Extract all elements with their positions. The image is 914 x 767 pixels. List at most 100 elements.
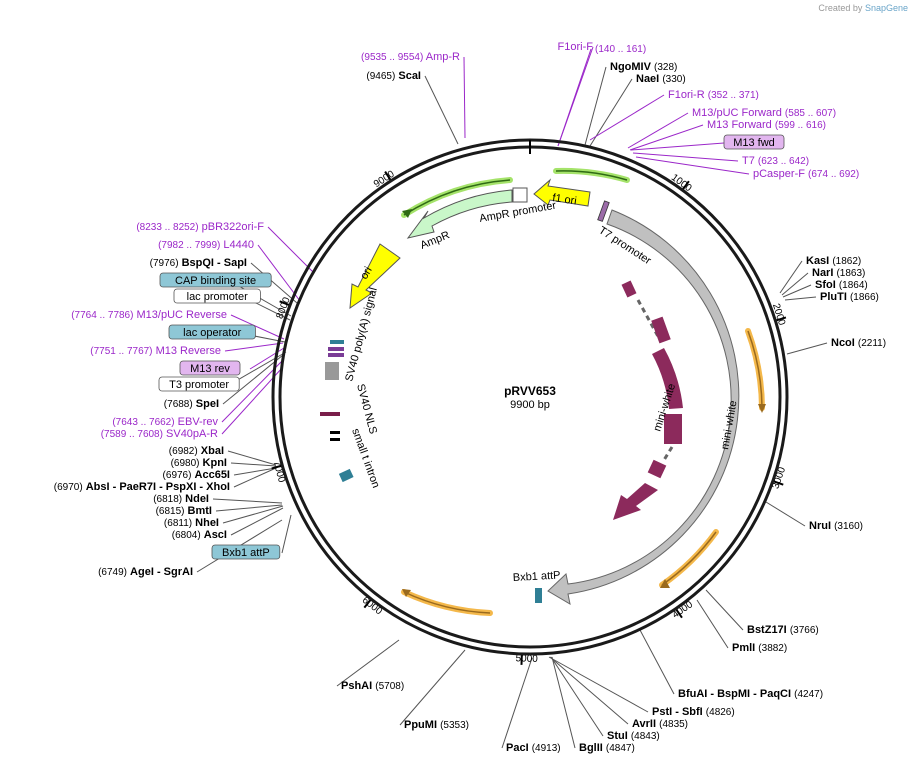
site-name-34: NdeI: [185, 493, 209, 505]
site-pos-36: (6976): [163, 470, 192, 481]
site-leader-49: [250, 262, 298, 304]
svg-text:(6982) XbaI: (6982) XbaI: [169, 445, 224, 457]
sv40-polya-label: SV40 poly(A) signal: [343, 286, 380, 382]
svg-text:(6811) NheI: (6811) NheI: [164, 517, 219, 529]
site-label-31: (6804) AscI: [172, 529, 227, 541]
site-label-15: SfoI (1864): [815, 279, 868, 291]
site-leader-51: [267, 226, 314, 273]
svg-text:(6976) Acc65I: (6976) Acc65I: [163, 469, 230, 481]
site-name-43: M13 rev: [190, 363, 230, 375]
site-name-21: BfuAI - BspMI - PaqCI: [678, 688, 791, 700]
site-pos-8: (585 .. 607): [785, 108, 836, 119]
site-label-14: NarI (1863): [812, 267, 865, 279]
site-label-45: lac operator: [168, 324, 256, 340]
site-pos-49: (7976): [150, 258, 179, 269]
site-label-7: F1ori-R (352 .. 371): [668, 89, 759, 101]
site-name-44: M13 Reverse: [156, 345, 221, 357]
site-label-box-30: [211, 544, 281, 560]
site-name-10: M13 fwd: [733, 137, 775, 149]
site-pos-41: (7688): [164, 399, 193, 410]
site-name-32: NheI: [195, 517, 219, 529]
primer-mark-1: [328, 347, 344, 351]
site-name-9: M13 Forward: [707, 119, 772, 131]
site-label-box-42: [158, 376, 240, 392]
site-label-48: CAP binding site: [159, 272, 272, 288]
site-pos-15: (1864): [839, 280, 868, 291]
site-name-46: M13/pUC Reverse: [137, 309, 227, 321]
site-pos-14: (1863): [836, 268, 865, 279]
orange-arc-ncoi-core: [747, 330, 763, 409]
tick-line-6: [363, 598, 372, 609]
svg-text:PpuMI (5353): PpuMI (5353): [404, 719, 469, 731]
site-name-3: F1ori-F: [558, 41, 594, 53]
site-name-13: KasI: [806, 255, 829, 267]
site-name-51: pBR322ori-F: [202, 221, 265, 233]
svg-text:(6818) NdeI: (6818) NdeI: [153, 493, 209, 505]
site-name-2: ScaI: [398, 70, 421, 82]
mini-white-gene-arrow: [547, 209, 740, 606]
site-label-44: (7751 .. 7767) M13 Reverse: [90, 345, 221, 357]
site-leader-1: [463, 56, 466, 139]
snapgene-logo-text: SnapGene: [864, 3, 908, 13]
site-name-12: pCasper-F: [753, 168, 805, 180]
site-name-27: PpuMI: [404, 719, 437, 731]
site-label-box-10: [723, 134, 785, 150]
site-leader-10: [630, 142, 725, 151]
site-leader-4: [557, 48, 592, 147]
svg-text:(8233 .. 8252) pBR322ori-F: (8233 .. 8252) pBR322ori-F: [136, 221, 264, 233]
site-leader-46: [230, 314, 285, 340]
site-name-5: NgoMIV: [610, 61, 652, 73]
site-label-box-48: [159, 272, 272, 288]
site-name-8: M13/pUC Forward: [692, 107, 782, 119]
site-name-15: SfoI: [815, 279, 836, 291]
site-name-29: AgeI - SgrAI: [130, 566, 193, 578]
site-label-43: M13 rev: [179, 360, 241, 376]
svg-text:NarI (1863): NarI (1863): [812, 267, 865, 279]
site-leader-23: [549, 656, 629, 725]
site-name-11: T7: [742, 155, 755, 167]
site-leader-26: [501, 657, 533, 749]
site-leader-27: [399, 649, 466, 726]
site-pos-31: (6804): [172, 530, 201, 541]
svg-text:M13 Forward (599 .. 616): M13 Forward (599 .. 616): [707, 119, 826, 131]
site-leader-34: [212, 498, 283, 504]
small-t-mark-2: [330, 438, 340, 441]
site-label-49: (7976) BspQI - SapI: [150, 257, 247, 269]
svg-text:BglII (4847): BglII (4847): [579, 742, 635, 754]
svg-text:(7976) BspQI - SapI: (7976) BspQI - SapI: [150, 257, 247, 269]
site-label-24: StuI (4843): [607, 730, 660, 742]
svg-text:F1ori-R (352 .. 371): F1ori-R (352 .. 371): [668, 89, 759, 101]
orange-arc-ncoi-head: [758, 404, 766, 413]
site-leader-39: [221, 367, 283, 435]
site-leader-9: [629, 124, 704, 151]
site-pos-12: (674 .. 692): [808, 169, 859, 180]
site-pos-23: (4835): [659, 719, 688, 730]
mini-white-exon-1: [621, 280, 637, 298]
site-label-22: PstI - SbfI (4826): [652, 706, 735, 718]
svg-text:(9465) ScaI: (9465) ScaI: [366, 70, 421, 82]
svg-text:(6749) AgeI - SgrAI: (6749) AgeI - SgrAI: [98, 566, 193, 578]
orange-arc-4000-head: [660, 579, 670, 588]
svg-text:(7751 .. 7767) M13 Reverse: (7751 .. 7767) M13 Reverse: [90, 345, 221, 357]
small-t-intron-mark: [338, 468, 354, 483]
site-leader-36: [233, 467, 277, 476]
site-pos-1: (9535 .. 9554): [361, 52, 423, 63]
site-leader-lines: [196, 46, 828, 749]
site-pos-22: (4826): [706, 707, 735, 718]
primer-mark-2: [328, 353, 344, 357]
svg-text:KasI (1862): KasI (1862): [806, 255, 861, 267]
svg-text:SfoI (1864): SfoI (1864): [815, 279, 868, 291]
site-name-31: AscI: [204, 529, 227, 541]
site-pos-9: (599 .. 616): [775, 120, 826, 131]
site-name-18: NruI: [809, 520, 831, 532]
site-label-36: (6976) Acc65I: [163, 469, 230, 481]
site-name-25: BglII: [579, 742, 603, 754]
site-label-1: (9535 .. 9554) Amp-R: [361, 51, 460, 63]
svg-text:(9535 .. 9554) Amp-R: (9535 .. 9554) Amp-R: [361, 51, 460, 63]
mini-white-exon-3: [652, 348, 683, 409]
site-label-40: (7643 .. 7662) EBV-rev: [112, 416, 218, 428]
site-leader-18: [765, 501, 806, 527]
ori-arrow: [349, 243, 401, 310]
svg-text:pCasper-F (674 .. 692): pCasper-F (674 .. 692): [753, 168, 859, 180]
